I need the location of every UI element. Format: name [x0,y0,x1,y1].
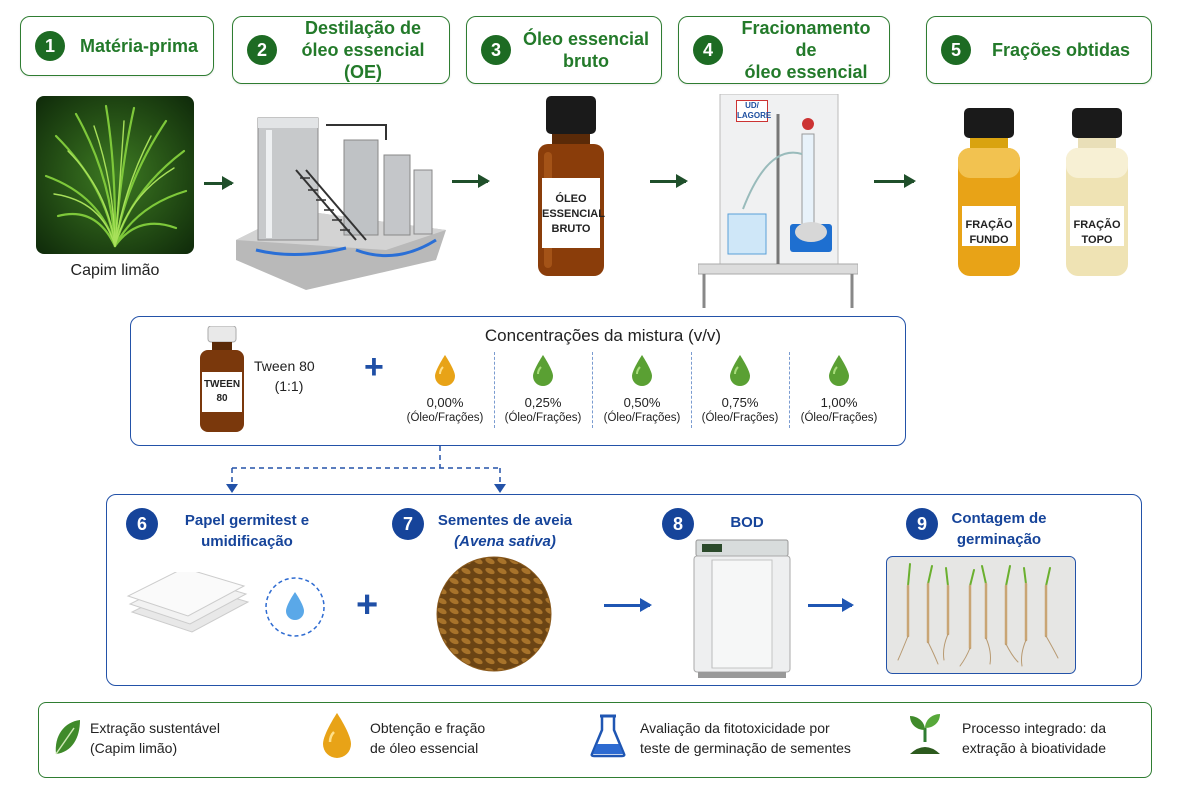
crude-oil-bottle-image [538,96,604,276]
step-label: Matéria-prima [79,36,199,56]
feature-text: Extração sustentável(Capim limão) [90,720,220,756]
oat-seeds-image [436,556,552,672]
green-drop-icon [632,355,652,386]
mixture-title: Concentrações da mistura (v/v) [484,326,722,345]
concentration-item: 0,75% (Óleo/Frações) [690,354,790,424]
tween-bottle-image [200,326,244,432]
step-number: 3 [481,35,511,65]
bottom-fraction-bottle-image [958,108,1020,276]
plus-icon: + [356,584,379,626]
step-title-7: Sementes de aveia(Avena sativa) [437,512,573,550]
water-drop-icon [265,577,325,637]
step-number: 5 [941,35,971,65]
step-number: 2 [247,35,277,65]
germinated-seedlings-image [886,556,1076,674]
raw-material-caption: Capim limão [70,262,160,279]
seedling-icon [910,714,940,754]
dashed-connector [226,446,506,493]
mixture-box [130,316,906,446]
apparatus-brand-logo: UD/LAGORE [736,100,772,122]
oil-drop-icon [435,355,455,386]
top-fraction-bottle-image [1066,108,1128,276]
fractionation-apparatus-image [698,94,858,308]
flow-arrow [808,598,854,612]
crude-oil-label: ÓLEO ESSENCIAL BRUTO [542,193,605,235]
flow-arrow [650,174,688,188]
features-bar [38,702,1152,778]
concentration-item: 0,00% (Óleo/Frações) [395,354,495,424]
concentration-item: 1,00% (Óleo/Frações) [789,354,889,424]
plus-icon: + [364,348,384,386]
separator [592,352,593,428]
green-drop-icon [730,355,750,386]
separator [691,352,692,428]
germitest-paper-image [126,572,250,633]
step-number-6: 6 [126,508,158,540]
separator [494,352,495,428]
step-card-5: 5 Frações obtidas [926,16,1152,84]
concentration-item: 0,50% (Óleo/Frações) [592,354,692,424]
step-label: Frações obtidas [991,40,1131,60]
green-drop-icon [829,355,849,386]
step-number-9: 9 [906,508,938,540]
tween-ratio: (1:1) [274,378,304,394]
flow-arrow [874,174,916,188]
tween-label: Tween 80 [254,358,315,374]
flow-arrow [204,176,234,190]
green-drop-icon [533,355,553,386]
separator [789,352,790,428]
step-number: 1 [35,31,65,61]
step-title-8: BOD [730,514,764,531]
concentration-item: 0,25% (Óleo/Frações) [493,354,593,424]
flow-arrow [604,598,652,612]
oil-drop-icon [323,713,351,758]
step-number: 4 [693,35,723,65]
step-card-1: 1 Matéria-prima [20,16,214,76]
step-number-7: 7 [392,508,424,540]
distillation-plant-image [236,117,446,290]
lemongrass-image [36,96,194,254]
step-number-8: 8 [662,508,694,540]
bod-incubator-image [693,539,791,678]
leaf-icon [55,720,80,755]
flow-arrow [452,174,490,188]
flask-icon [590,714,626,758]
